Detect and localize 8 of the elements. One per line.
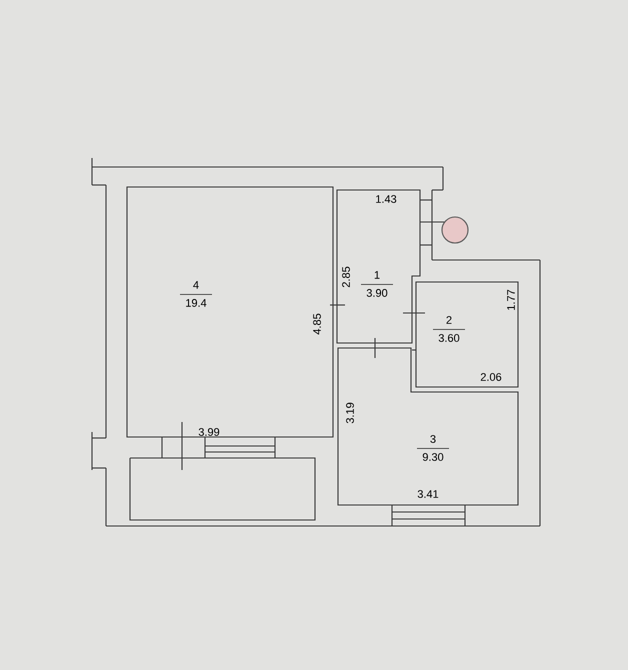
dimension-label: 3.19 xyxy=(346,402,354,424)
dimension-label: 1.43 xyxy=(376,195,396,203)
dimension-label: 4.85 xyxy=(313,314,321,334)
dimension-label: 2.06 xyxy=(480,373,502,381)
dimension-label: 1.77 xyxy=(507,290,515,310)
dimension-label: 3.99 xyxy=(198,428,220,436)
dimension-label: 3.41 xyxy=(418,490,438,498)
dimension-label: 2.85 xyxy=(342,266,350,288)
